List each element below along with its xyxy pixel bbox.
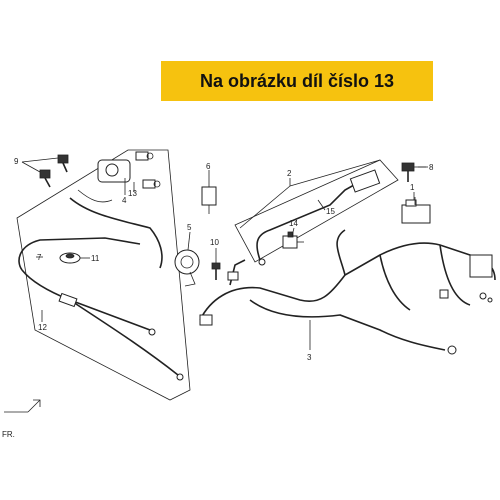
callout-5: 5 (187, 223, 192, 232)
bolt-part-8 (401, 162, 426, 182)
callout-1: 1 (410, 183, 415, 192)
callout-14: 14 (289, 219, 298, 228)
callout-13: 13 (128, 189, 137, 198)
front-direction-label: FR. (2, 430, 15, 439)
callout-6: 6 (206, 162, 211, 171)
front-direction-arrow (4, 399, 41, 413)
callout-15: 15 (326, 207, 335, 216)
leader-lines (21, 157, 428, 350)
fuse-part-6 (201, 180, 217, 214)
callout-7: 7 (37, 253, 42, 262)
ignition-switch-part-13 (69, 151, 163, 269)
callout-11: 11 (91, 254, 100, 263)
callout-12: 12 (38, 323, 47, 332)
left-group-frame (16, 149, 191, 401)
cables-part-7-12 (18, 237, 184, 381)
horn-part-5 (174, 249, 200, 287)
callout-10: 10 (210, 238, 219, 247)
callout-9: 9 (14, 157, 19, 166)
callout-2: 2 (287, 169, 292, 178)
wire-harness-part-3 (199, 229, 496, 355)
cable-part-15 (256, 169, 381, 266)
banner-text: Na obrázku díl číslo 13 (199, 70, 395, 91)
highlight-banner: Na obrázku díl číslo 13 (161, 61, 433, 101)
relay-part (401, 197, 431, 224)
middle-group-frame (234, 159, 399, 263)
callout-3: 3 (307, 353, 312, 362)
grommet-part-11 (59, 252, 81, 264)
callout-8: 8 (429, 163, 434, 172)
callout-4: 4 (122, 196, 127, 205)
bolts-part-9 (39, 154, 69, 188)
switch-part-14 (282, 231, 304, 249)
bolt-part-10 (211, 262, 221, 280)
